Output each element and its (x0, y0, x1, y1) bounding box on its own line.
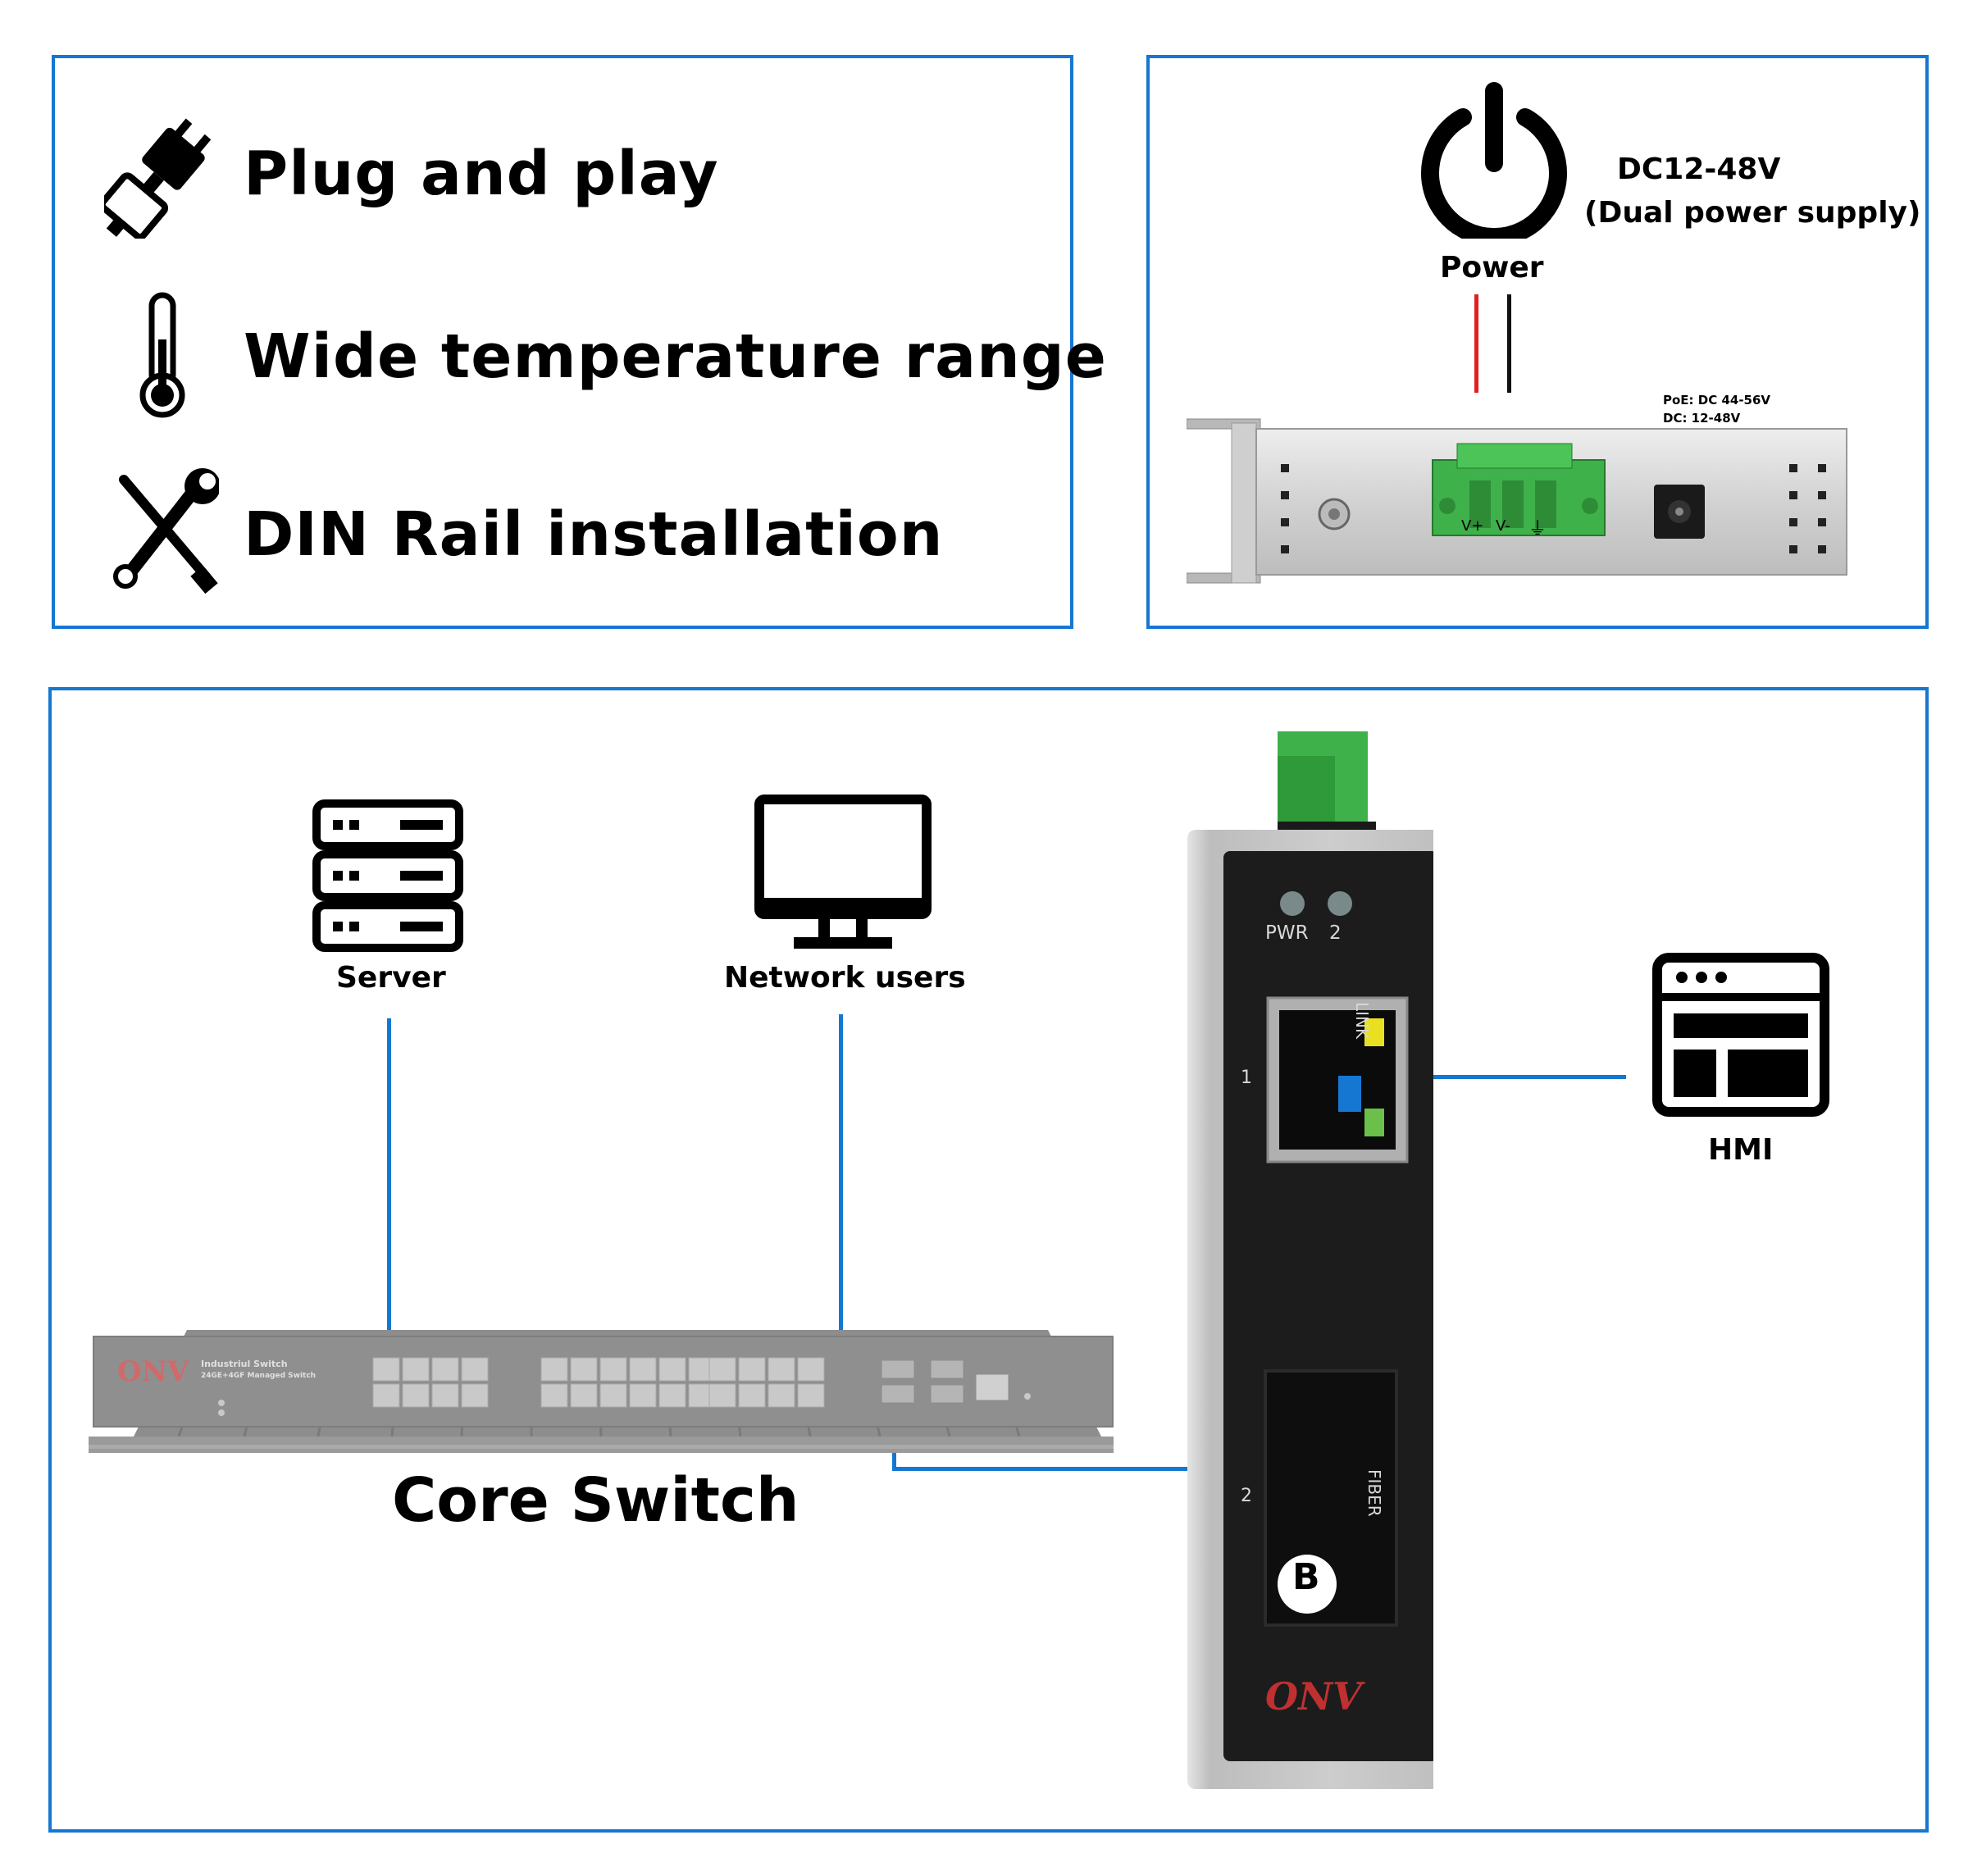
thermometer-icon (104, 290, 219, 421)
led-label-pwr: PWR (1265, 922, 1309, 944)
poe-label: PoE: DC 44-56V (1663, 393, 1771, 408)
network-panel: Server Network users HMI (48, 687, 1929, 1833)
port-2-label: 2 (1241, 1486, 1252, 1506)
terminal-label-vplus: V+ (1461, 517, 1484, 535)
feature-wide-temperature: Wide temperature range (55, 290, 1106, 421)
plug-icon (98, 107, 219, 240)
features-panel: Plug and play Wide temperature range (52, 55, 1106, 629)
feature-plug-and-play: Plug and play (55, 107, 1070, 240)
red-wire (1474, 294, 1478, 393)
power-panel: Power DC12-48V (Dual power supply) (1146, 55, 1929, 629)
network-users-label: Network users (724, 961, 966, 995)
monitor-icon (753, 793, 933, 957)
converter-brand: ONV (1265, 1674, 1362, 1719)
media-converter (1187, 731, 1474, 1789)
terminal-label-ground: ⏚ (1528, 519, 1547, 540)
fiber-label: FIBER (1364, 1469, 1384, 1517)
device-side-view (1186, 362, 1859, 624)
power-icon (1412, 75, 1576, 247)
core-switch-brand: ONV (117, 1355, 189, 1388)
server-link-line (387, 1018, 391, 1363)
hmi-icon (1651, 951, 1831, 1119)
feature-label: Plug and play (244, 139, 719, 209)
core-switch-spec: 24GE+4GF Managed Switch (201, 1372, 317, 1380)
users-link-line (839, 1014, 843, 1363)
port-1-label: 1 (1241, 1068, 1252, 1088)
tools-icon (104, 468, 221, 599)
fiber-badge: B (1292, 1556, 1320, 1598)
core-switch-model: Industriul Switch (201, 1359, 288, 1369)
server-label: Server (336, 961, 446, 995)
hmi-link-line (1347, 1075, 1626, 1079)
led-label-2: 2 (1329, 922, 1342, 944)
core-switch-label: Core Switch (392, 1465, 800, 1536)
feature-label: Wide temperature range (244, 321, 1107, 392)
dc-label: DC: 12-48V (1663, 411, 1741, 426)
feature-label: DIN Rail installation (244, 499, 944, 570)
black-wire (1507, 294, 1511, 393)
supply-note: (Dual power supply) (1584, 196, 1921, 230)
link-label: LINK (1352, 1002, 1372, 1040)
terminal-label-vminus: V- (1496, 517, 1510, 535)
fiber-link-horizontal (892, 1467, 1335, 1471)
hmi-label: HMI (1708, 1133, 1774, 1167)
core-switch-front: ONV Industriul Switch 24GE+4GF Managed S… (93, 1336, 1114, 1427)
feature-din-rail: DIN Rail installation (55, 468, 1070, 599)
power-label: Power (1440, 251, 1544, 285)
server-icon (310, 797, 466, 953)
voltage-label: DC12-48V (1617, 153, 1781, 186)
